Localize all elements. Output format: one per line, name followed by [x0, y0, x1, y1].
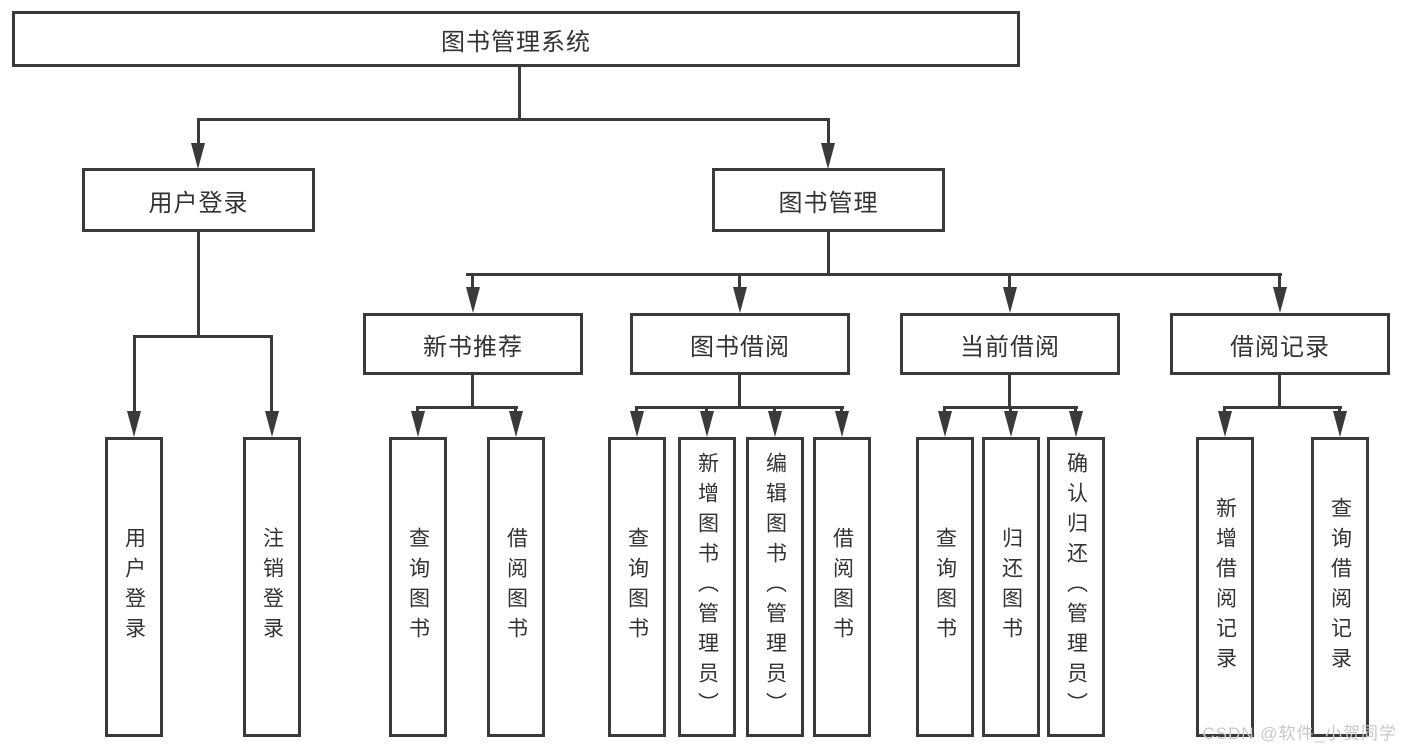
watermark: CSDN @软件_小贺同学	[1202, 724, 1397, 743]
connector-user-login-stub	[197, 118, 200, 146]
node-book-management-label: 图书管理	[778, 189, 879, 217]
connector-user-login-horizontal	[133, 335, 273, 338]
arrow-down-icon	[700, 411, 714, 437]
leaf-current-return-books: 归还图书	[982, 437, 1040, 737]
node-book-management: 图书管理	[712, 168, 945, 232]
connector-leaf-stub	[270, 335, 273, 413]
leaf-borrow-add-books-admin: 新增图书（管理员）	[678, 437, 736, 737]
leaf-borrow-borrow-books: 借阅图书	[813, 437, 871, 737]
connector-recommend-stem	[471, 373, 474, 409]
arrow-down-icon	[821, 143, 835, 169]
leaf-records-query-record-label: 查询借阅记录	[1328, 497, 1352, 677]
leaf-current-confirm-return-admin-label: 确认归还（管理员）	[1064, 452, 1088, 722]
leaf-current-confirm-return-admin: 确认归还（管理员）	[1047, 437, 1105, 737]
connector-level3-horizontal	[466, 273, 1282, 276]
arrow-down-icon	[1273, 287, 1287, 313]
node-borrow-records-label: 借阅记录	[1230, 333, 1330, 361]
connector-user-login-stem	[197, 230, 200, 337]
node-new-book-recommend-label: 新书推荐	[423, 333, 523, 361]
node-root-label: 图书管理系统	[441, 28, 591, 56]
leaf-recommend-borrow-books: 借阅图书	[487, 437, 545, 737]
leaf-current-query-books-label: 查询图书	[933, 527, 957, 647]
arrow-down-icon	[835, 411, 849, 437]
leaf-borrow-query-books-label: 查询图书	[625, 527, 649, 647]
node-current-borrow-label: 当前借阅	[960, 333, 1060, 361]
connector-book-management-stub	[827, 118, 830, 146]
connector-records-horizontal	[1223, 406, 1342, 409]
arrow-down-icon	[938, 411, 952, 437]
leaf-borrow-add-books-admin-label: 新增图书（管理员）	[695, 452, 719, 722]
connector-level3-stub	[1278, 273, 1281, 291]
arrow-down-icon	[1333, 411, 1347, 437]
connector-root-stem	[518, 66, 521, 120]
leaf-borrow-borrow-books-label: 借阅图书	[830, 527, 854, 647]
leaf-borrow-edit-books-admin-label: 编辑图书（管理员）	[763, 452, 787, 722]
connector-leaf-stub	[133, 335, 136, 413]
arrow-down-icon	[411, 411, 425, 437]
arrow-down-icon	[1003, 287, 1017, 313]
leaf-records-add-record-label: 新增借阅记录	[1213, 497, 1237, 677]
leaf-recommend-borrow-books-label: 借阅图书	[504, 527, 528, 647]
leaf-user-login-label: 用户登录	[122, 527, 146, 647]
node-book-borrow: 图书借阅	[630, 313, 850, 375]
node-current-borrow: 当前借阅	[900, 313, 1120, 375]
arrow-down-icon	[630, 411, 644, 437]
connector-borrow-horizontal	[635, 406, 844, 409]
node-user-login: 用户登录	[82, 168, 315, 232]
arrow-down-icon	[1218, 411, 1232, 437]
leaf-recommend-query-books-label: 查询图书	[406, 527, 430, 647]
arrow-down-icon	[509, 411, 523, 437]
leaf-borrow-query-books: 查询图书	[608, 437, 666, 737]
leaf-borrow-edit-books-admin: 编辑图书（管理员）	[746, 437, 804, 737]
arrow-down-icon	[1069, 411, 1083, 437]
arrow-down-icon	[191, 143, 205, 169]
connector-borrow-stem	[738, 373, 741, 409]
arrow-down-icon	[1004, 411, 1018, 437]
arrow-down-icon	[733, 287, 747, 313]
leaf-logout: 注销登录	[243, 437, 301, 737]
leaf-current-return-books-label: 归还图书	[999, 527, 1023, 647]
arrow-down-icon	[466, 287, 480, 313]
leaf-recommend-query-books: 查询图书	[389, 437, 447, 737]
node-new-book-recommend: 新书推荐	[363, 313, 583, 375]
leaf-logout-label: 注销登录	[260, 527, 284, 647]
arrow-down-icon	[127, 411, 141, 437]
node-borrow-records: 借阅记录	[1170, 313, 1390, 375]
leaf-records-query-record: 查询借阅记录	[1311, 437, 1369, 737]
connector-level2-horizontal	[197, 118, 830, 121]
leaf-user-login: 用户登录	[105, 437, 163, 737]
connector-level3-stub	[471, 273, 474, 291]
arrow-down-icon	[265, 411, 279, 437]
arrow-down-icon	[768, 411, 782, 437]
connector-records-stem	[1278, 373, 1281, 409]
leaf-current-query-books: 查询图书	[916, 437, 974, 737]
connector-book-management-stem	[827, 230, 830, 275]
connector-recommend-horizontal	[416, 406, 518, 409]
node-user-login-label: 用户登录	[148, 189, 249, 217]
connector-level3-stub	[1008, 273, 1011, 291]
node-book-borrow-label: 图书借阅	[690, 333, 790, 361]
connector-current-stem	[1008, 373, 1011, 409]
connector-level3-stub	[738, 273, 741, 291]
node-root: 图书管理系统	[12, 11, 1020, 67]
leaf-records-add-record: 新增借阅记录	[1196, 437, 1254, 737]
